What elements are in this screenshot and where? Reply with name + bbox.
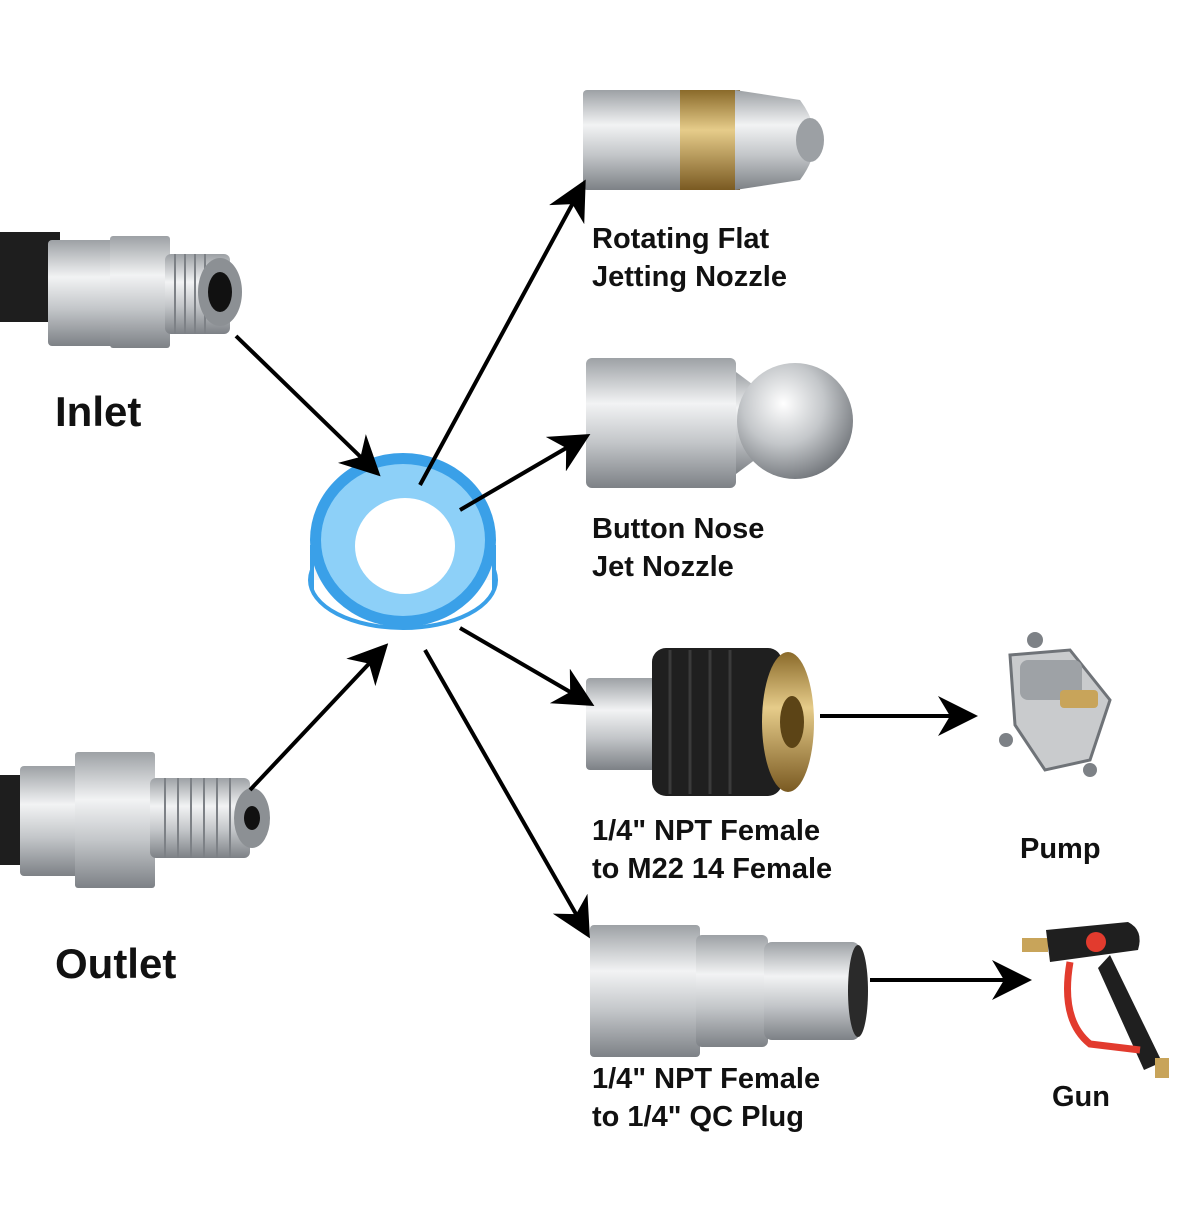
pump-label: Pump (1020, 833, 1101, 865)
m22-coupler-label: 1/4" NPT Female to M22 14 Female (592, 812, 832, 888)
label-line: Jet Nozzle (592, 551, 734, 583)
outlet-hose (0, 752, 270, 888)
arrows (234, 179, 1032, 1000)
inlet-hose (0, 232, 242, 348)
outlet-label: Outlet (55, 940, 177, 987)
rotating-flat-jetting-nozzle (583, 90, 824, 190)
label-line: to 1/4" QC Plug (592, 1101, 804, 1133)
spray-gun-icon (1022, 922, 1169, 1078)
rotating-nozzle-label: Rotating Flat Jetting Nozzle (592, 220, 787, 296)
thread-tape-roll (308, 453, 498, 630)
label-line: Rotating Flat (592, 223, 770, 255)
qc-plug-label: 1/4" NPT Female to 1/4" QC Plug (592, 1060, 820, 1136)
button-nose-jet-nozzle (586, 358, 853, 488)
pump-icon (999, 632, 1112, 777)
label-line: 1/4" NPT Female (592, 1063, 821, 1095)
button-nozzle-label: Button Nose Jet Nozzle (592, 510, 764, 586)
inlet-label: Inlet (55, 388, 142, 435)
m22-coupler (586, 648, 814, 796)
label-line: Jetting Nozzle (592, 261, 787, 293)
gun-label: Gun (1052, 1081, 1110, 1113)
label-line: Button Nose (592, 513, 765, 545)
qc-plug (590, 925, 868, 1057)
label-line: to M22 14 Female (592, 853, 833, 885)
label-line: 1/4" NPT Female (592, 815, 821, 847)
